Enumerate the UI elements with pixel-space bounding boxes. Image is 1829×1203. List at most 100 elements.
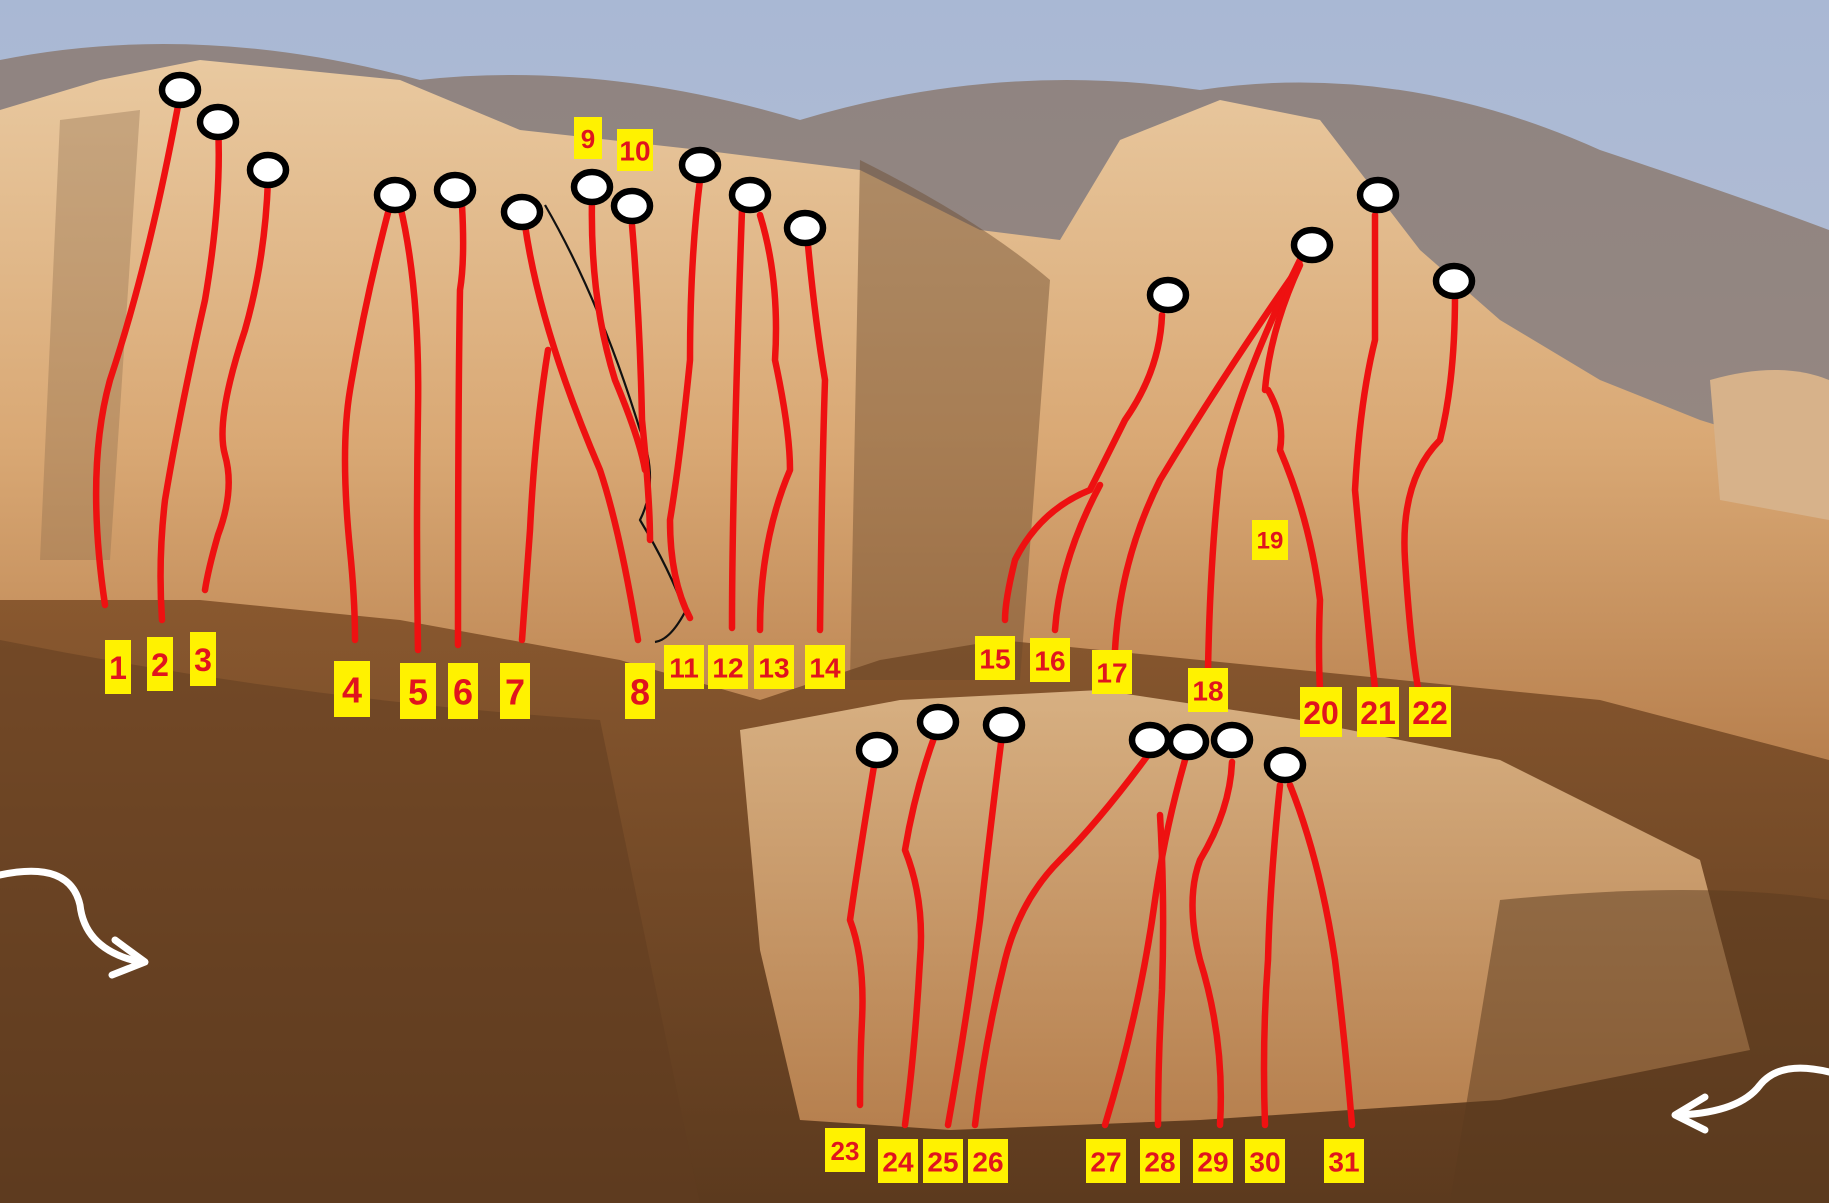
route-label-9: 9 [574,117,602,159]
route-number: 18 [1192,676,1223,707]
route-label-19: 19 [1252,520,1288,560]
route-line-24 [901,731,939,1129]
anchor-9 [678,146,722,184]
route-label-box [617,129,653,171]
route-label-18: 18 [1188,668,1228,712]
route-line-11 [666,176,704,622]
route-label-box [1357,687,1399,737]
route-label-31: 31 [1324,1139,1364,1183]
route-line-28 [1154,811,1167,1129]
route-number: 16 [1034,646,1065,677]
route-label-30: 30 [1245,1139,1285,1183]
route-line-7 [518,346,552,644]
route-label-box [1030,638,1070,682]
anchor-22 [1263,746,1307,784]
route-label-7: 7 [500,663,530,719]
route-number: 17 [1096,658,1127,689]
route-label-box [968,1139,1008,1183]
route-line-27 [1101,756,1189,1129]
route-number: 15 [979,644,1010,675]
anchor-1 [158,71,202,109]
route-number: 9 [581,124,595,154]
anchor-19 [1128,721,1172,759]
route-label-13: 13 [754,645,794,689]
approach-arrow-right [1671,1064,1829,1134]
route-number: 5 [408,672,428,713]
route-label-box [825,1128,865,1172]
route-label-box [147,637,173,691]
route-line-12 [728,206,746,632]
route-label-4: 4 [334,661,370,717]
route-line-25 [944,731,1006,1129]
route-number: 21 [1360,695,1396,731]
route-number: 23 [831,1136,860,1166]
route-line-31 [1286,781,1356,1129]
anchor-group [158,71,1476,784]
route-label-box [754,645,794,689]
route-line-6 [454,201,467,649]
route-number: 6 [453,672,473,713]
route-line-8 [521,221,642,644]
route-number: 12 [712,653,743,684]
route-line-19 [1264,386,1324,694]
route-line-17 [1111,264,1302,654]
route-label-box [1324,1139,1364,1183]
route-label-box [448,663,478,719]
route-label-12: 12 [708,645,748,689]
route-label-box [1188,668,1228,712]
route-label-22: 22 [1409,687,1451,737]
route-number: 13 [758,653,789,684]
anchor-13 [1290,226,1334,264]
route-label-box [664,645,704,689]
route-label-box [1092,650,1132,694]
route-line-16 [1051,481,1104,634]
anchor-18 [982,706,1026,744]
anchor-15 [1432,262,1476,300]
route-number: 11 [669,653,699,684]
route-line-13 [756,211,794,634]
route-line-3 [201,176,272,594]
route-label-23: 23 [825,1128,865,1172]
route-line-18 [1204,256,1304,674]
route-line-26 [971,751,1152,1129]
route-label-box [500,663,530,719]
route-number: 30 [1249,1147,1280,1178]
route-label-2: 2 [147,637,173,691]
route-label-25: 25 [923,1139,963,1183]
route-label-box [400,663,436,719]
route-label-box [1409,687,1451,737]
route-number: 4 [342,670,362,711]
route-label-box [625,663,655,719]
route-number: 22 [1412,695,1448,731]
route-number: 20 [1303,695,1339,731]
anchor-12 [1146,276,1190,314]
route-line-29 [1189,758,1236,1129]
route-number: 28 [1144,1147,1175,1178]
route-number: 10 [619,136,650,167]
route-label-5: 5 [400,663,436,719]
route-number: 3 [194,642,212,678]
route-line-1 [92,91,184,609]
anchor-17 [916,703,960,741]
anchor-21 [1210,721,1254,759]
route-label-box [1300,687,1342,737]
anchor-10 [728,176,772,214]
route-label-box [923,1139,963,1183]
route-label-27: 27 [1086,1139,1126,1183]
route-label-box [574,117,602,159]
route-lines [92,91,1459,1129]
route-number: 24 [882,1147,914,1178]
route-line-10 [628,221,654,544]
anchor-11 [783,209,827,247]
anchor-20 [1166,723,1210,761]
route-label-box [878,1139,918,1183]
route-label-box [1252,520,1288,560]
route-line-22 [1401,291,1459,692]
anchor-8 [610,187,654,225]
route-number: 29 [1197,1147,1228,1178]
route-label-16: 16 [1030,638,1070,682]
route-label-1: 1 [105,640,131,694]
route-line-23 [846,756,879,1109]
